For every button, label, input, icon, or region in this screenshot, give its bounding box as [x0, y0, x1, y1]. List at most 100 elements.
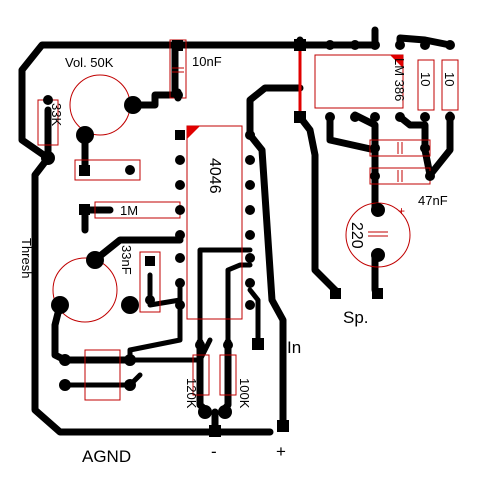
pad-thresh-b — [51, 296, 69, 314]
res-120k-outline — [192, 354, 210, 396]
ic-4046-right-pins — [245, 130, 255, 310]
pad-plus — [277, 420, 289, 432]
label-120k: 120K — [184, 378, 199, 409]
pad-47b-left — [370, 171, 380, 181]
ic-pin-15 — [245, 155, 255, 165]
pad-lm386-10 — [395, 112, 405, 122]
ic-pin-9 — [245, 300, 255, 310]
trace-amp-out — [296, 113, 339, 294]
cap-220-plus-sign: + — [398, 204, 405, 218]
pad-10nf-bottom — [173, 90, 183, 100]
trace-ic-pin8 — [147, 272, 183, 308]
pad-10a-top — [420, 40, 430, 50]
pad-lower-c — [124, 354, 136, 366]
label-1m: 1M — [120, 203, 138, 218]
trace-amp-right — [396, 111, 454, 179]
label-in: In — [287, 338, 301, 357]
ic-pin-12 — [245, 230, 255, 240]
res-10a-outline — [417, 59, 435, 111]
label-sp: Sp. — [343, 308, 369, 327]
trace-ic-right-3 — [247, 287, 261, 343]
ic-4046-left-pins — [175, 130, 185, 310]
pad-vol-left — [76, 126, 94, 144]
label-vol: Vol. 50K — [65, 55, 114, 70]
pad-lm386-2 — [325, 40, 335, 50]
pad-33nf-top — [145, 256, 155, 266]
pad-minus-a — [198, 405, 212, 419]
label-33k: 33K — [49, 103, 64, 126]
pad-lm386-6 — [294, 111, 306, 123]
ic-pin-10 — [245, 278, 255, 288]
pad-120k-top — [195, 340, 205, 350]
cap-vol-outline — [74, 159, 141, 181]
cap-33nf-outline — [139, 251, 161, 313]
pad-33nf-bottom — [145, 295, 155, 305]
ic-pin-4 — [175, 205, 185, 215]
pad-100k-top — [223, 340, 233, 350]
pad-lower-b — [59, 379, 71, 391]
ic-pin-3 — [175, 180, 185, 190]
ic-pin-14 — [245, 180, 255, 190]
pad-lm386-1 — [294, 39, 306, 51]
pad-lm386-3 — [350, 40, 360, 50]
pot-vol-outline — [69, 74, 131, 136]
trace-amp-top — [326, 26, 454, 49]
ic-lm386-notch — [390, 55, 403, 68]
ic-pin-6 — [175, 253, 185, 263]
label-thresh: Thresh — [19, 238, 34, 278]
ic-pin-2 — [175, 155, 185, 165]
res-100k-outline — [219, 354, 237, 396]
pad-minus-b — [218, 405, 232, 419]
pad-thresh-a — [86, 251, 104, 269]
ic-pin-5 — [175, 230, 185, 240]
pad-thresh-c — [121, 296, 139, 314]
pad-10b-bottom — [445, 112, 455, 122]
pad-33k-top — [43, 95, 53, 105]
pad-lm386-9 — [370, 112, 380, 122]
label-10nf: 10nF — [192, 54, 222, 69]
trace-in-line — [246, 131, 287, 429]
trace-thresh-lower — [51, 301, 134, 364]
lower-box-outline — [84, 349, 121, 401]
ic-pin-13 — [245, 205, 255, 215]
label-4046: 4046 — [206, 158, 223, 194]
ic-lm386-outline — [314, 54, 404, 109]
trace-10nf-left — [129, 41, 179, 109]
trace-ic-right-2 — [225, 262, 253, 345]
pad-lm386-7 — [325, 112, 335, 122]
pad-lower-a — [59, 354, 71, 366]
label-220: 220 — [348, 222, 365, 249]
pad-vol-bottom — [41, 151, 55, 165]
ic-pin-1 — [175, 130, 185, 140]
pad-220-top — [371, 203, 385, 217]
pad-1m-left — [79, 204, 90, 215]
label-minus: - — [211, 442, 217, 461]
label-agnd: AGND — [82, 447, 131, 466]
label-33nf: 33nF — [119, 245, 134, 275]
res-10b-outline — [441, 59, 459, 111]
pad-lm386-5 — [395, 40, 405, 50]
copper-traces — [18, 26, 454, 436]
pad-lm386-4 — [370, 40, 380, 50]
pad-speaker-b — [372, 288, 383, 299]
ic-pin-16 — [245, 130, 255, 140]
ic-pin-11 — [245, 253, 255, 263]
pad-47b-right — [425, 171, 435, 181]
pad-10b-top — [445, 40, 455, 50]
pad-vol-wiper — [124, 96, 142, 114]
trace-thresh-pot — [91, 236, 184, 264]
ic-4046-notch — [187, 126, 200, 139]
pad-10nf-top — [172, 40, 183, 51]
label-lm386: LM 386 — [392, 58, 407, 101]
label-47nf: 47nF — [418, 193, 448, 208]
pad-47a-right — [420, 143, 430, 153]
labels: Vol. 50K 10nF 33K 4046 1M Thresh 33nF LM… — [19, 54, 457, 466]
pad-volcap-right — [125, 165, 135, 175]
pad-220-bottom — [371, 248, 385, 262]
trace-ic-to-amp — [246, 84, 304, 139]
pot-thresh-outline — [52, 257, 118, 323]
label-100k: 100K — [237, 378, 252, 409]
label-10b: 10 — [442, 72, 457, 86]
